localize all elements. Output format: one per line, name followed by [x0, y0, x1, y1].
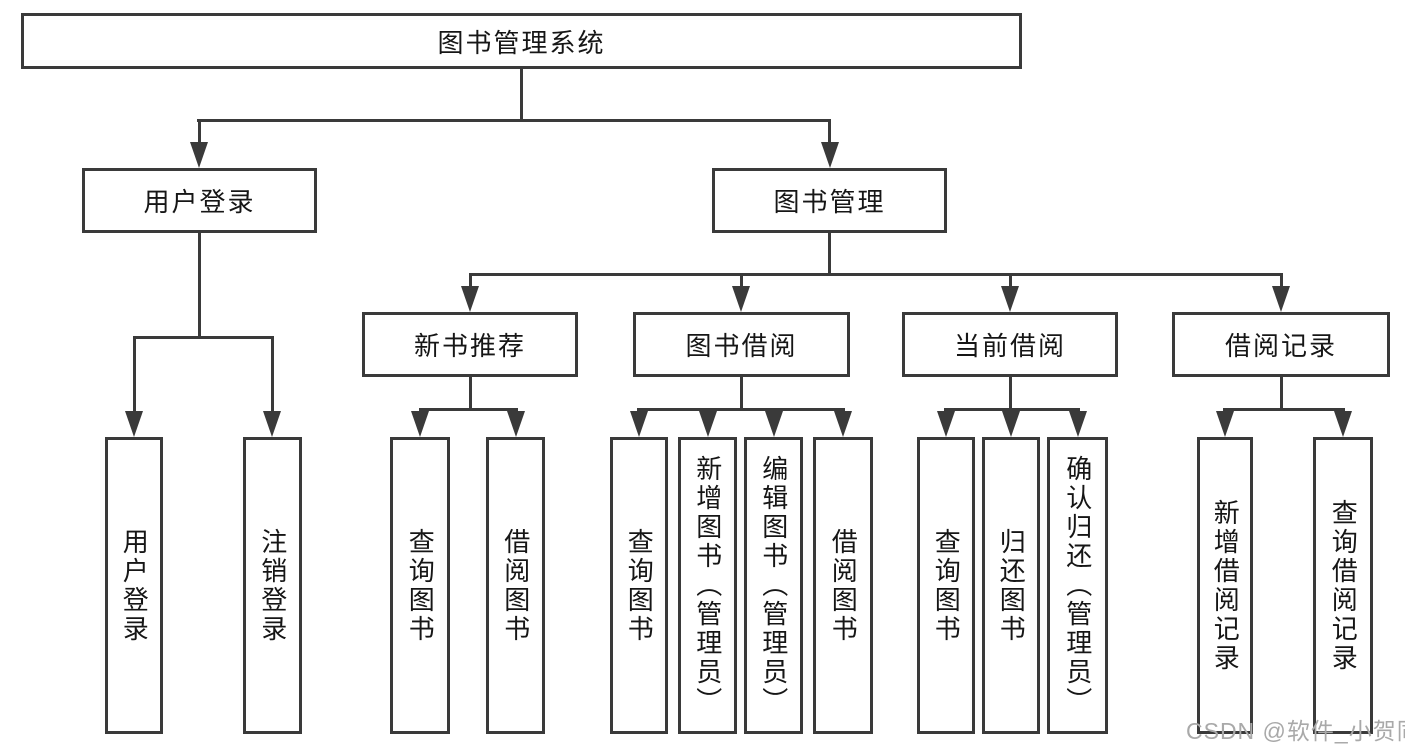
leaf-user-login-label: 用户登录 [119, 527, 150, 644]
arrow-down-icon [1272, 286, 1290, 312]
connector-current-borrow-hbar [944, 408, 1080, 411]
node-user-login: 用户登录 [82, 168, 317, 233]
connector-drop-current-borrow [1009, 273, 1012, 288]
connector-drop-book-borrow [740, 273, 743, 288]
node-new-book-recommend: 新书推荐 [362, 312, 578, 377]
leaf-query-books-2-label: 查询图书 [624, 527, 655, 644]
connector-current-borrow-stem [1009, 377, 1012, 408]
connector-root-stem [520, 69, 523, 119]
watermark: CSDN @软件_小贺同学 [1186, 718, 1405, 744]
arrow-down-icon [1002, 411, 1020, 437]
connector-drop-borrow-records [1280, 273, 1283, 288]
connector-book-management-stem [828, 233, 831, 273]
node-book-management-label: 图书管理 [773, 187, 886, 217]
leaf-add-borrow-record: 新增借阅记录 [1197, 437, 1253, 734]
node-new-book-recommend-label: 新书推荐 [413, 331, 526, 361]
connector-new-book-hbar [419, 408, 518, 411]
connector-book-borrow-hbar [637, 408, 845, 411]
connector-user-login-hbar [133, 336, 274, 339]
arrow-down-icon [732, 286, 750, 312]
leaf-add-borrow-record-label: 新增借阅记录 [1210, 498, 1241, 673]
node-borrow-records: 借阅记录 [1172, 312, 1390, 377]
connector-borrow-records-hbar [1223, 408, 1345, 411]
leaf-borrow-books-2: 借阅图书 [813, 437, 873, 734]
leaf-borrow-books-1-label: 借阅图书 [500, 527, 531, 644]
connector-book-borrow-stem [740, 377, 743, 408]
connector-drop-new-book [469, 273, 472, 288]
arrow-down-icon [1216, 411, 1234, 437]
arrow-down-icon [765, 411, 783, 437]
arrow-down-icon [1334, 411, 1352, 437]
leaf-query-books-1-label: 查询图书 [405, 527, 436, 644]
connector-drop-leaf-user-login [133, 336, 136, 413]
arrow-down-icon [630, 411, 648, 437]
connector-user-login-stem [198, 233, 201, 336]
connector-book-management-hbar [469, 273, 1283, 276]
leaf-query-borrow-record-label: 查询借阅记录 [1328, 498, 1359, 673]
arrow-down-icon [937, 411, 955, 437]
arrow-down-icon [411, 411, 429, 437]
leaf-borrow-books-2-label: 借阅图书 [828, 527, 859, 644]
node-book-borrow-label: 图书借阅 [685, 331, 798, 361]
arrow-down-icon [1069, 411, 1087, 437]
node-borrow-records-label: 借阅记录 [1224, 331, 1337, 361]
leaf-add-book-admin: 新增图书（管理员） [678, 437, 737, 734]
node-root: 图书管理系统 [21, 13, 1022, 69]
node-book-borrow: 图书借阅 [633, 312, 850, 377]
arrow-down-icon [1001, 286, 1019, 312]
node-book-management: 图书管理 [712, 168, 947, 233]
node-user-login-label: 用户登录 [143, 187, 256, 217]
arrow-down-icon [190, 142, 208, 168]
arrow-down-icon [461, 286, 479, 312]
leaf-query-books-3-label: 查询图书 [931, 527, 962, 644]
leaf-logout: 注销登录 [243, 437, 302, 734]
node-current-borrow-label: 当前借阅 [953, 331, 1066, 361]
node-current-borrow: 当前借阅 [902, 312, 1118, 377]
arrow-down-icon [263, 411, 281, 437]
leaf-add-book-admin-label: 新增图书（管理员） [692, 455, 723, 716]
leaf-borrow-books-1: 借阅图书 [486, 437, 545, 734]
leaf-confirm-return-admin: 确认归还（管理员） [1047, 437, 1108, 734]
leaf-edit-book-admin-label: 编辑图书（管理员） [758, 455, 789, 716]
connector-root-hbar [197, 119, 831, 122]
leaf-confirm-return-admin-label: 确认归还（管理员） [1062, 455, 1093, 716]
arrow-down-icon [699, 411, 717, 437]
connector-drop-leaf-logout [271, 336, 274, 413]
leaf-return-book-label: 归还图书 [996, 527, 1027, 644]
arrow-down-icon [821, 142, 839, 168]
connector-drop-user-login [198, 119, 201, 145]
node-root-label: 图书管理系统 [437, 27, 606, 58]
leaf-user-login: 用户登录 [105, 437, 163, 734]
leaf-query-books-2: 查询图书 [610, 437, 668, 734]
leaf-query-books-1: 查询图书 [390, 437, 450, 734]
leaf-return-book: 归还图书 [982, 437, 1040, 734]
arrow-down-icon [507, 411, 525, 437]
connector-borrow-records-stem [1280, 377, 1283, 408]
connector-drop-book-management [828, 119, 831, 145]
leaf-logout-label: 注销登录 [257, 527, 288, 644]
arrow-down-icon [125, 411, 143, 437]
leaf-query-books-3: 查询图书 [917, 437, 975, 734]
leaf-query-borrow-record: 查询借阅记录 [1313, 437, 1373, 734]
leaf-edit-book-admin: 编辑图书（管理员） [744, 437, 803, 734]
connector-new-book-stem [469, 377, 472, 408]
arrow-down-icon [834, 411, 852, 437]
